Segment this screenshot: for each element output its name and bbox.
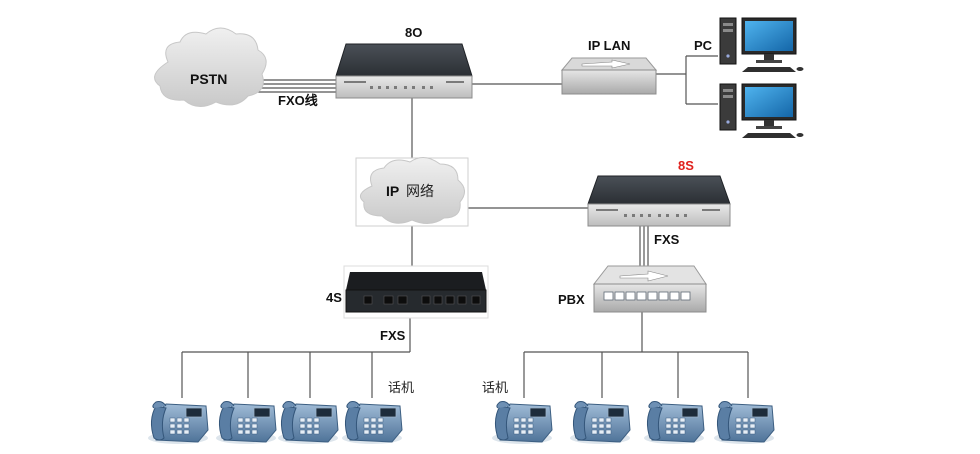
phone-right-2-icon — [569, 401, 631, 445]
gateway-8o-label: 8O — [405, 25, 422, 40]
gateway-4s — [343, 265, 489, 319]
ip-lan-label: IP LAN — [588, 38, 630, 53]
fxs-top-label: FXS — [654, 232, 680, 247]
pc-label: PC — [694, 38, 713, 53]
ip-network-cloud: IP 网络 — [355, 157, 469, 227]
phone-right-4-icon — [713, 401, 775, 445]
phone-left-3-icon — [277, 401, 339, 445]
wires — [181, 55, 749, 398]
gateway-4s-label: 4S — [326, 290, 342, 305]
gateway-8s-label: 8S — [678, 158, 694, 173]
phone-left-1-icon — [147, 401, 209, 445]
phone-left-label: 话机 — [388, 381, 414, 396]
phone-right-label: 话机 — [482, 381, 508, 396]
pbx-label: PBX — [558, 292, 585, 307]
pbx-switch — [592, 265, 707, 313]
fxs-bottom-label: FXS — [380, 328, 406, 343]
phone-right-3-icon — [643, 401, 705, 445]
pstn-label: PSTN — [190, 71, 227, 87]
phone-left-2-icon — [215, 401, 277, 445]
gateway-8s — [587, 175, 731, 227]
phone-left-4-icon — [341, 401, 403, 445]
gateway-8o — [335, 43, 473, 99]
pc-1-icon — [719, 17, 804, 73]
ip-network-label-ip: IP — [386, 183, 399, 199]
pc-2-icon — [719, 83, 804, 139]
ip-network-label-cn: 网络 — [406, 184, 434, 200]
ip-lan-switch — [560, 57, 658, 95]
pstn-cloud: PSTN — [154, 27, 267, 107]
fxo-line-label: FXO线 — [278, 93, 318, 108]
phone-right-1-icon — [491, 401, 553, 445]
